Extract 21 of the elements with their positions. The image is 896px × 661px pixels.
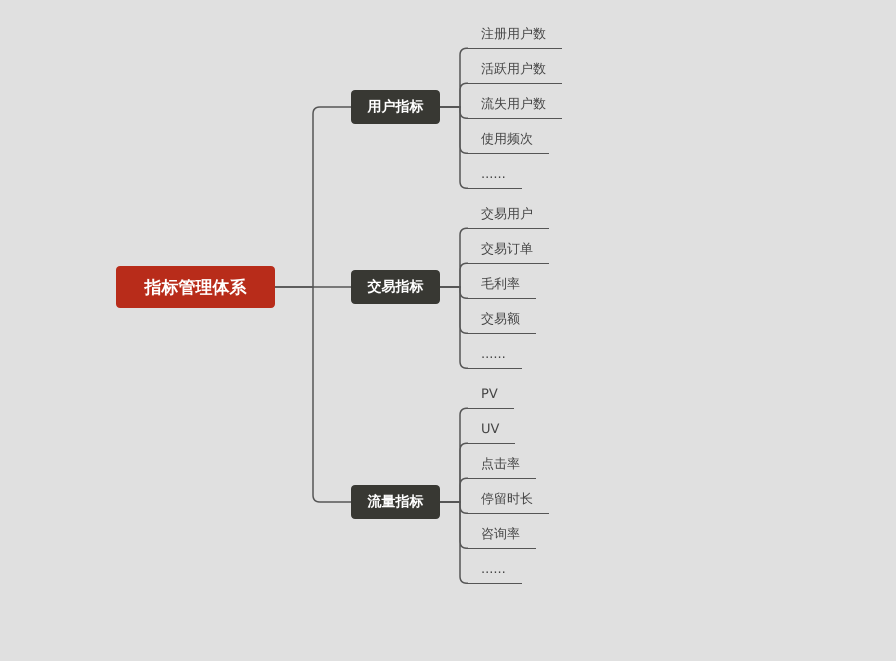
topic-box: 交易指标 bbox=[351, 270, 440, 304]
subtopic-label: 流失用户数 bbox=[468, 96, 562, 119]
topic-box: 流量指标 bbox=[351, 485, 440, 519]
subtopic-label: UV bbox=[468, 421, 516, 444]
subtopic-label: 注册用户数 bbox=[468, 26, 562, 49]
subtopic-label: 活跃用户数 bbox=[468, 61, 562, 84]
subtopic-label: 交易订单 bbox=[468, 241, 549, 264]
root-topic-box: 指标管理体系 bbox=[116, 266, 275, 308]
subtopic-label: ...... bbox=[468, 346, 522, 369]
subtopic-label: ...... bbox=[468, 166, 522, 189]
subtopic-label: 停留时长 bbox=[468, 491, 549, 514]
subtopic-label: 交易用户 bbox=[468, 206, 549, 229]
subtopic-label: 点击率 bbox=[468, 456, 536, 479]
subtopic-label: 使用频次 bbox=[468, 131, 549, 154]
subtopic-label: 毛利率 bbox=[468, 276, 536, 299]
subtopic-label: 咨询率 bbox=[468, 526, 536, 549]
topic-box: 用户指标 bbox=[351, 90, 440, 124]
connector-line bbox=[275, 286, 351, 503]
subtopic-label: ...... bbox=[468, 561, 522, 584]
subtopic-label: 交易额 bbox=[468, 311, 536, 334]
subtopic-label: PV bbox=[468, 386, 514, 409]
